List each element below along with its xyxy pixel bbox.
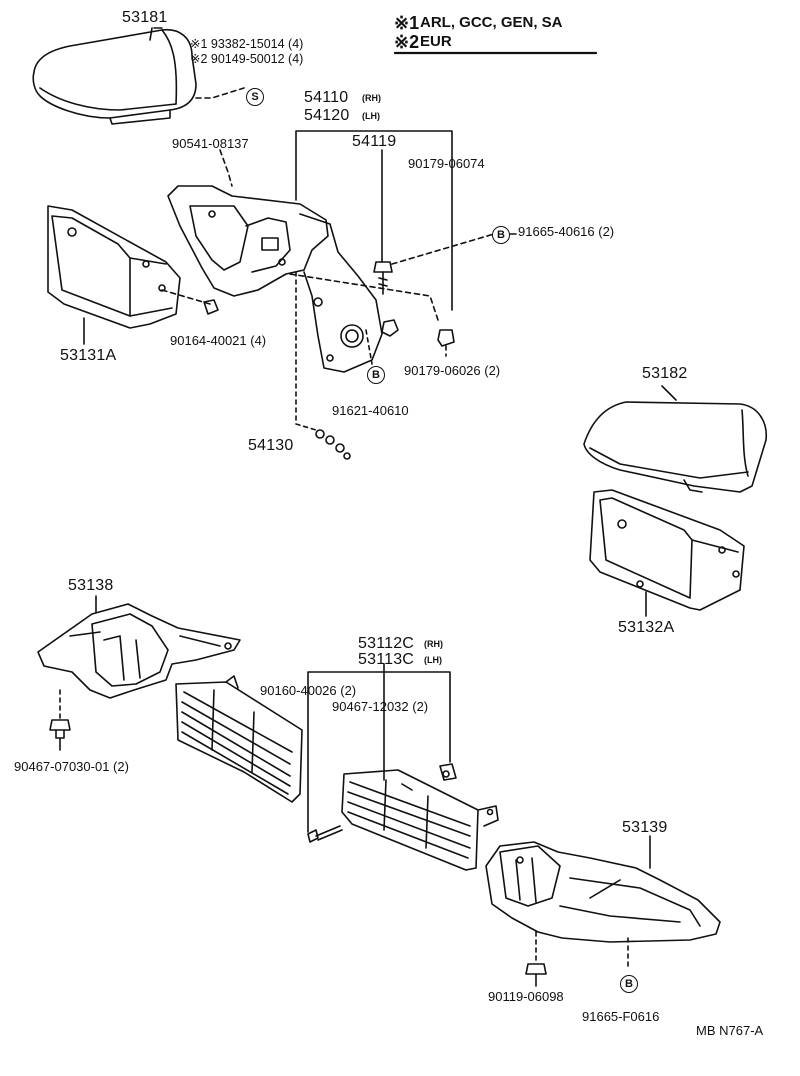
leader-54110: [295, 130, 453, 311]
clip-90467-07030: [49, 719, 71, 751]
bracket-54110-drawing: [167, 185, 383, 373]
label-91621: 91621-40610: [332, 403, 409, 418]
housing-53132a-drawing: [589, 489, 745, 611]
leader-s: [195, 87, 245, 99]
label-note-2: ※2 90149-50012 (4): [190, 52, 304, 66]
grommets-54130-drawing: [315, 429, 351, 460]
marker-b-3: B: [620, 975, 638, 993]
housing-53131a-drawing: [47, 205, 181, 329]
marker-s: S: [246, 88, 264, 106]
label-54130: 54130: [248, 437, 294, 454]
footer-code: MB N767-A: [696, 1023, 764, 1038]
marker-b-2: B: [367, 366, 385, 384]
label-54110-side: (RH): [362, 93, 381, 103]
label-90119: 90119-06098: [488, 989, 564, 1004]
label-90179-06026: 90179-06026 (2): [404, 363, 501, 378]
label-53112c: 53112C: [358, 635, 415, 652]
bolt-90164: [203, 299, 219, 315]
label-53132a: 53132A: [618, 619, 675, 636]
leader-53112c: [307, 663, 451, 833]
cover-53181-drawing: [32, 27, 197, 125]
leader-90164: [161, 289, 211, 305]
legend-text-2: EUR: [420, 33, 452, 50]
label-90541: 90541-08137: [172, 136, 249, 151]
label-53113c: 53113C: [358, 651, 415, 668]
leader-54130-dash: [295, 271, 317, 431]
marker-b-1: B: [492, 226, 510, 244]
label-53113c-side: (LH): [424, 655, 442, 665]
label-90160: 90160-40026 (2): [260, 683, 357, 698]
label-53112c-side: (RH): [424, 639, 443, 649]
leader-90541: [219, 149, 233, 187]
legend-mark-2: ※2: [394, 32, 420, 52]
label-54119: 54119: [352, 133, 397, 150]
undercover-53138-drawing: [37, 603, 241, 699]
leader-b2: [365, 329, 373, 365]
label-53138: 53138: [68, 577, 114, 594]
legend-text-1: ARL, GCC, GEN, SA: [420, 14, 563, 31]
bolt-90119: [525, 963, 547, 987]
nut-90179-b: [437, 329, 455, 347]
dashed-bolt-line: [289, 273, 439, 321]
grille-rh-drawing: [175, 675, 303, 803]
label-53181: 53181: [122, 9, 168, 26]
legend-mark-1: ※1: [394, 13, 420, 33]
label-54110: 54110: [304, 89, 349, 106]
label-91665-f0616: 91665-F0616: [582, 1009, 660, 1024]
bolt-54119-drawing: [373, 261, 393, 295]
clip-90467-12032: [439, 763, 457, 781]
grille-lh-drawing: [341, 769, 499, 871]
label-90164: 90164-40021 (4): [170, 333, 267, 348]
label-90467-12032: 90467-12032 (2): [332, 699, 429, 714]
nut-90179-a: [381, 319, 399, 337]
undercover-53139-drawing: [485, 841, 721, 943]
label-91665-40616: 91665-40616 (2): [518, 224, 615, 239]
label-90467-07030: 90467-07030-01 (2): [14, 759, 129, 774]
label-note-1: ※1 93382-15014 (4): [190, 37, 304, 51]
leader-53182: [661, 385, 677, 401]
leader-b1-dash: [391, 233, 495, 265]
label-54120-side: (LH): [362, 111, 380, 121]
label-90179-06074: 90179-06074: [408, 156, 485, 171]
label-53139: 53139: [622, 819, 668, 836]
cover-53182-drawing: [583, 401, 767, 493]
label-53182: 53182: [642, 365, 688, 382]
label-53131a: 53131A: [60, 347, 117, 364]
label-54120: 54120: [304, 107, 350, 124]
screw-90160: [307, 825, 343, 843]
